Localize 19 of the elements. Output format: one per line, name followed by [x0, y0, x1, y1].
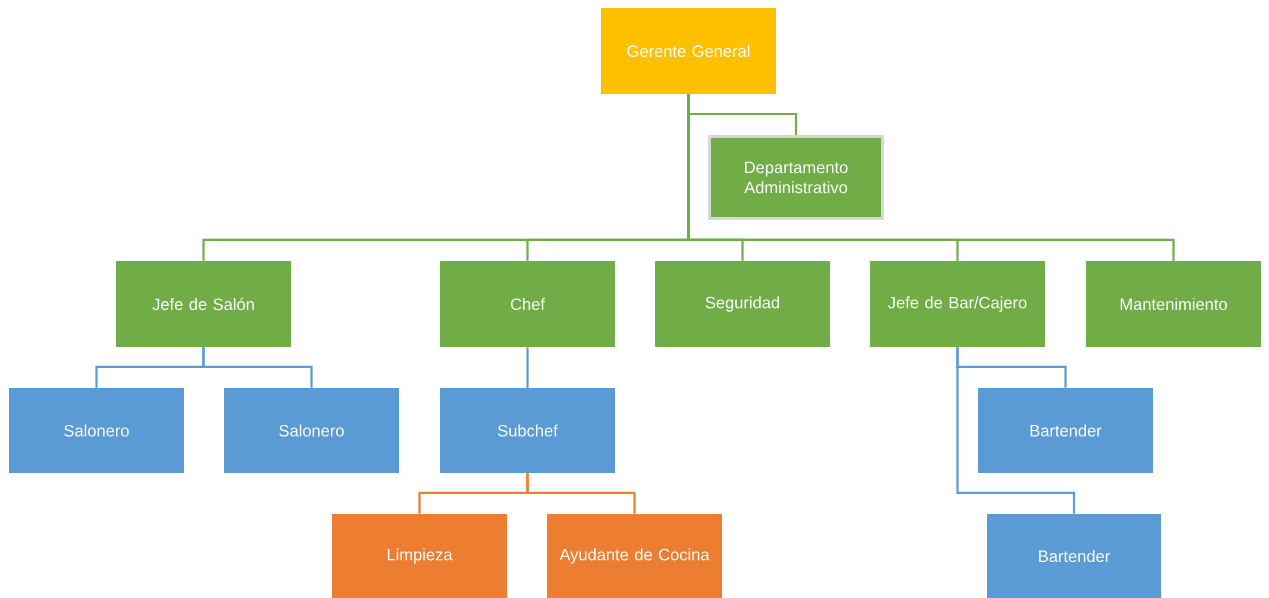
manager-box: Gerente General	[601, 8, 776, 94]
role-box: Bartender	[978, 388, 1153, 473]
connector-line	[526, 347, 529, 388]
connector-line	[202, 347, 313, 388]
role-box: Bartender	[987, 514, 1161, 598]
role-box: Subchef	[440, 388, 615, 473]
department-box: Departamento Administrativo	[708, 135, 884, 220]
connector-line	[956, 347, 1076, 514]
role-box: Ayudante de Cocina	[547, 514, 722, 598]
role-box: Jefe de Salón	[116, 261, 291, 347]
role-box: Mantenimiento	[1086, 261, 1261, 347]
role-box: Seguridad	[655, 261, 830, 347]
role-box: Salonero	[224, 388, 399, 473]
connector-line	[687, 94, 1175, 261]
role-box: Chef	[440, 261, 615, 347]
role-box: Salonero	[9, 388, 184, 473]
connector-line	[526, 473, 636, 514]
role-box: Jefe de Bar/Cajero	[870, 261, 1045, 347]
role-box: Limpieza	[332, 514, 507, 598]
